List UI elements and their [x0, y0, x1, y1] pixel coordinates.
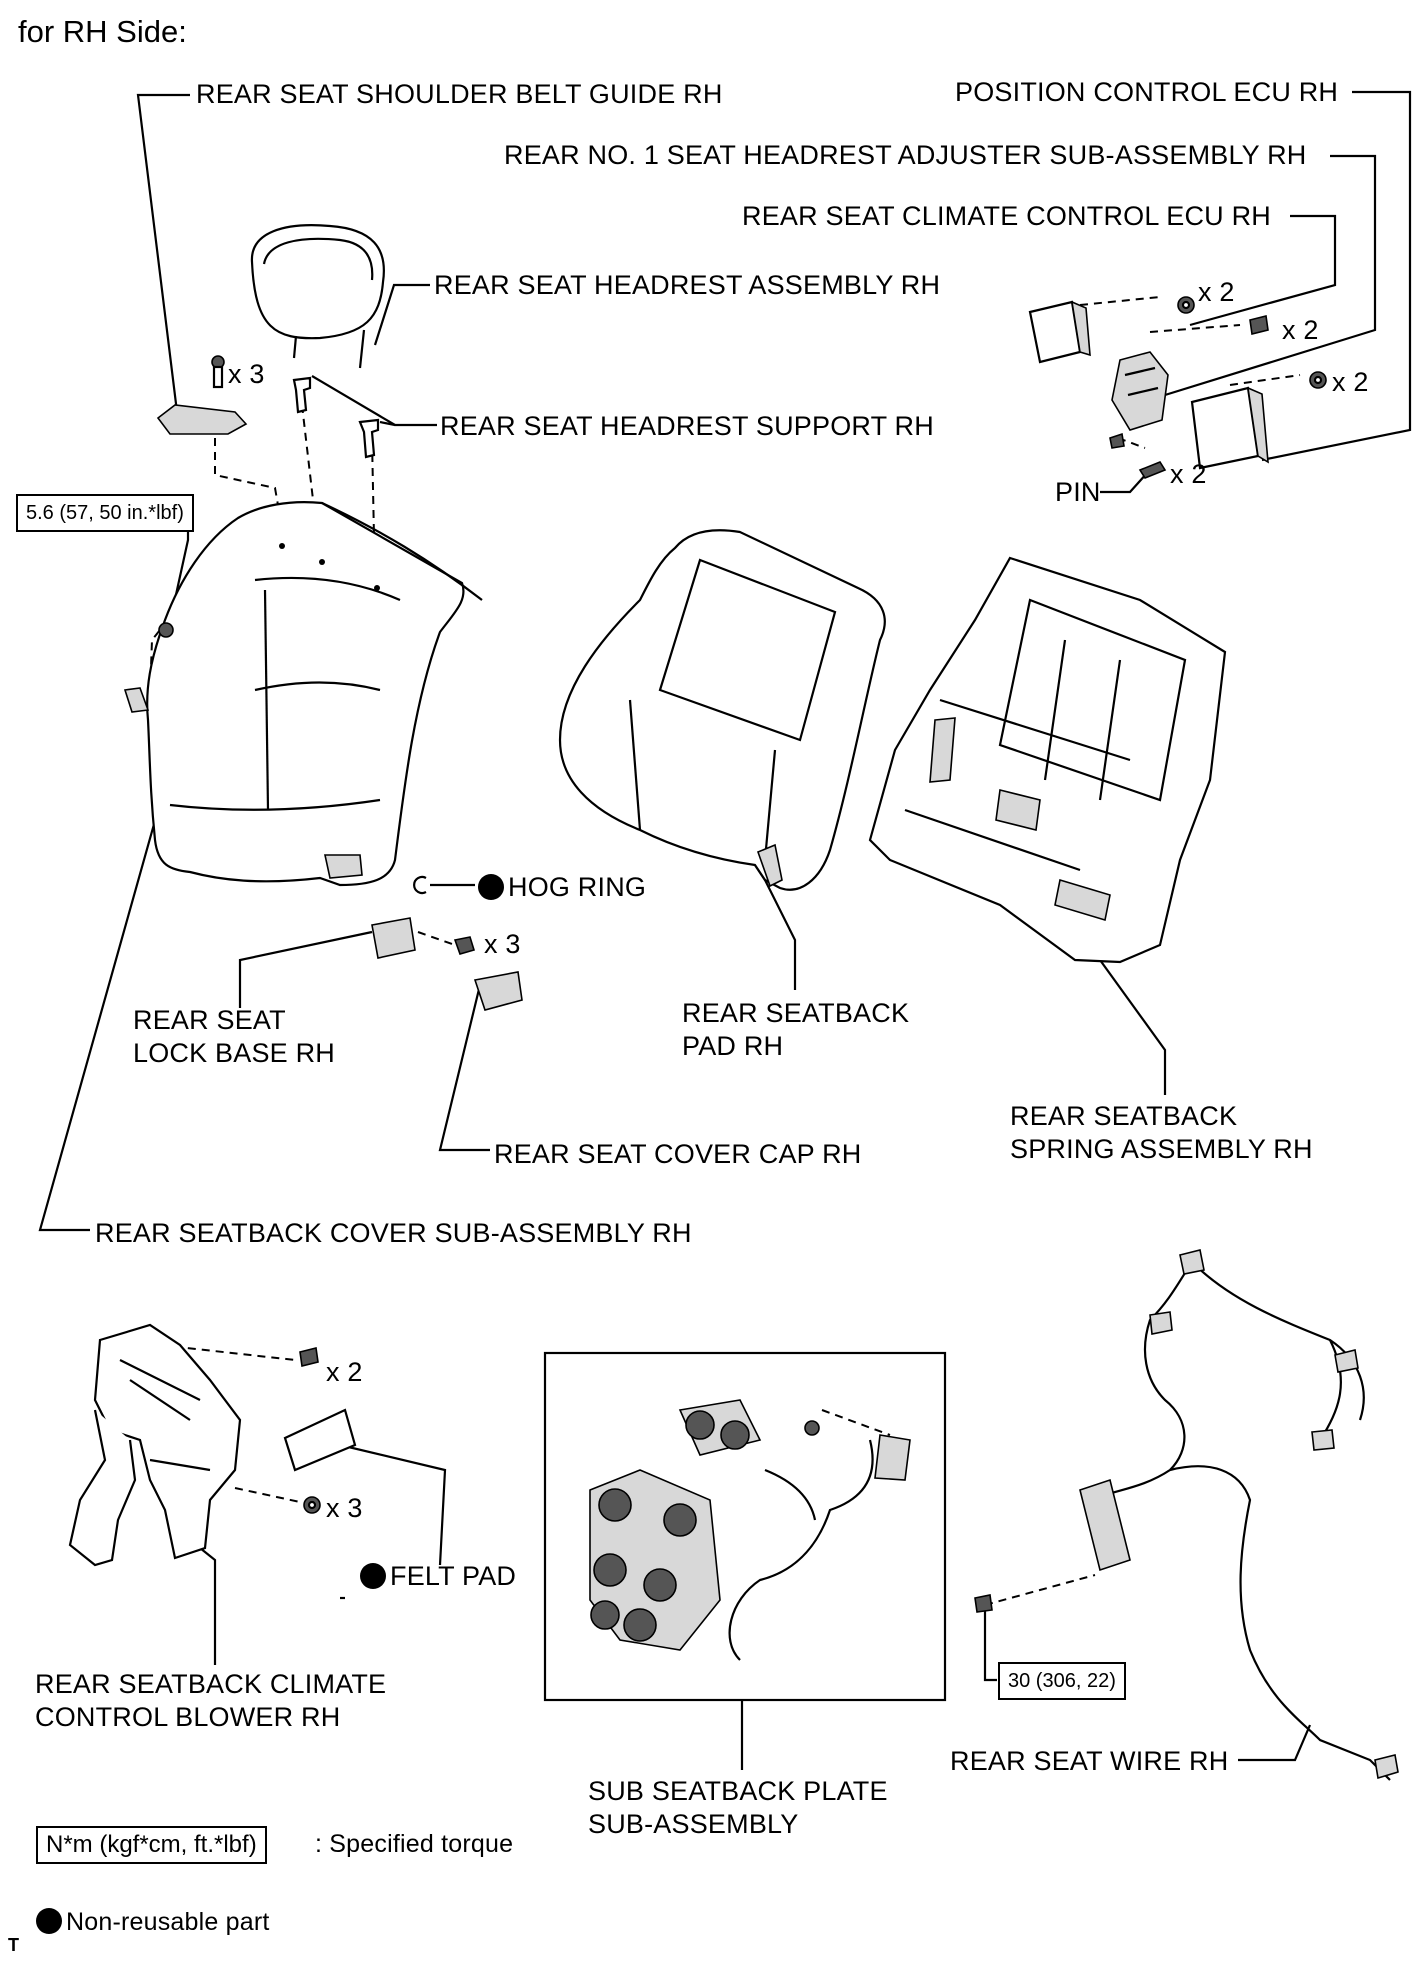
label-headrest-assembly: REAR SEAT HEADREST ASSEMBLY RH: [434, 270, 941, 300]
hog-ring-text: HOG RING: [508, 872, 647, 902]
label-shoulder-belt-guide: REAR SEAT SHOULDER BELT GUIDE RH: [196, 79, 723, 109]
sub-seatback-plate-drawing: [543, 1351, 947, 1702]
headrest-assembly-drawing: [250, 224, 385, 369]
label-seat-wire: REAR SEAT WIRE RH: [950, 1746, 1229, 1776]
non-reusable-dot-icon: [478, 874, 504, 900]
label-hog-ring: HOG RING: [478, 871, 646, 904]
label-seatback-cover: REAR SEATBACK COVER SUB-ASSEMBLY RH: [95, 1218, 692, 1248]
qty-lock-base-bolts: x 3: [484, 929, 521, 959]
belt-guide-drawing: [156, 355, 248, 435]
torque-box-wire-bolt: 30 (306, 22): [998, 1662, 1126, 1700]
corner-mark: T: [8, 1935, 19, 1955]
label-lock-base: REAR SEAT LOCK BASE RH: [133, 1005, 335, 1068]
qty-adjuster-bolts: x 2: [1282, 315, 1319, 345]
seatback-pad-drawing: [558, 529, 886, 891]
label-position-control-ecu: POSITION CONTROL ECU RH: [955, 77, 1339, 107]
qty-blower-bolts: x 2: [326, 1357, 363, 1387]
label-pin: PIN: [1055, 477, 1101, 507]
qty-position-ecu-nuts: x 2: [1332, 367, 1369, 397]
ecu-drawings: [1028, 296, 1327, 479]
non-reusable-dot-icon: [36, 1908, 62, 1934]
label-cover-cap: REAR SEAT COVER CAP RH: [494, 1139, 862, 1169]
label-seatback-pad: REAR SEATBACK PAD RH: [682, 998, 910, 1061]
small-parts-drawing: [371, 875, 523, 1011]
qty-belt-guide-bolts: x 3: [228, 359, 265, 389]
page-title: for RH Side:: [18, 14, 187, 49]
felt-pad-text: FELT PAD: [390, 1561, 517, 1591]
label-headrest-adjuster: REAR NO. 1 SEAT HEADREST ADJUSTER SUB-AS…: [504, 140, 1307, 170]
non-reusable-text: Non-reusable part: [66, 1908, 270, 1936]
qty-climate-ecu-nuts: x 2: [1198, 277, 1235, 307]
label-seatback-spring: REAR SEATBACK SPRING ASSEMBLY RH: [1010, 1101, 1313, 1164]
seat-wire-drawing: [974, 1249, 1399, 1781]
headrest-support-drawing: [292, 376, 380, 459]
leader-lines: [38, 90, 1412, 1770]
qty-blower-nuts: x 3: [326, 1493, 363, 1523]
label-sub-seatback-plate: SUB SEATBACK PLATE SUB-ASSEMBLY: [588, 1776, 888, 1839]
spring-assembly-drawing: [868, 556, 1227, 964]
seatback-cover-drawing: [123, 501, 483, 887]
qty-pins: x 2: [1170, 459, 1207, 489]
torque-box-cover-nut: 5.6 (57, 50 in.*lbf): [16, 494, 194, 532]
non-reusable-dot-icon: [360, 1563, 386, 1589]
legend-non-reusable: Non-reusable part: [36, 1906, 270, 1939]
label-climate-control-ecu: REAR SEAT CLIMATE CONTROL ECU RH: [742, 201, 1271, 231]
climate-blower-drawing: [68, 1323, 357, 1567]
label-felt-pad: FELT PAD: [360, 1560, 516, 1593]
legend-torque-desc: : Specified torque: [315, 1830, 514, 1858]
label-climate-blower: REAR SEATBACK CLIMATE CONTROL BLOWER RH: [35, 1669, 387, 1732]
label-headrest-support: REAR SEAT HEADREST SUPPORT RH: [440, 411, 934, 441]
legend-torque-unit: N*m (kgf*cm, ft.*lbf): [36, 1826, 267, 1864]
